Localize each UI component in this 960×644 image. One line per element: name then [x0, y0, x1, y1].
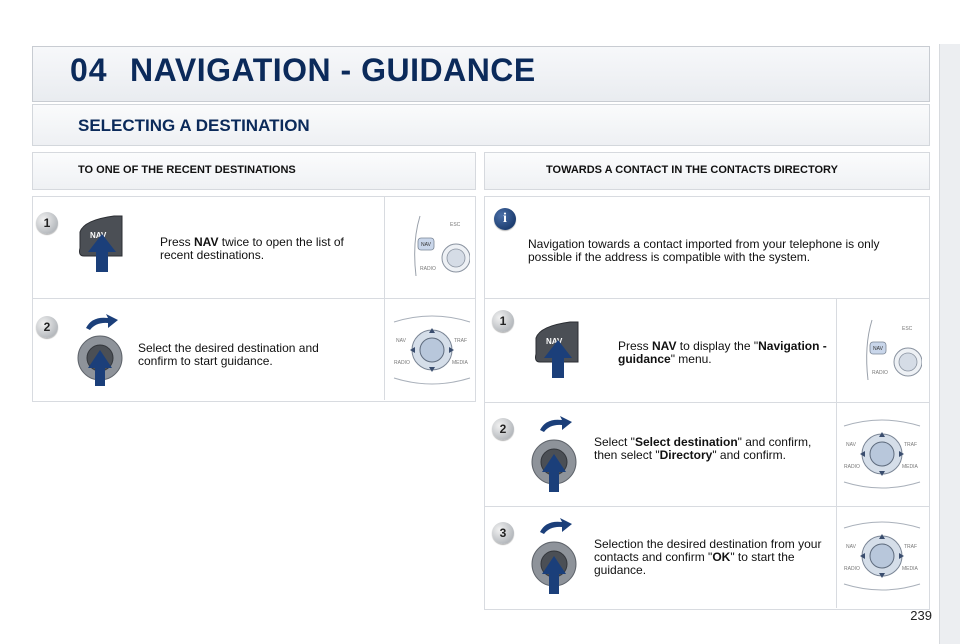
nav-button-icon: NAV [530, 318, 590, 388]
step-number-badge: 2 [36, 316, 58, 338]
right-step-3-text: Selection the desired destination from y… [594, 537, 822, 577]
svg-text:RADIO: RADIO [844, 566, 860, 572]
thumbnail-divider [836, 299, 837, 402]
rotary-knob-press-icon [70, 312, 130, 388]
svg-text:TRAF: TRAF [904, 544, 917, 550]
right-subtitle: TOWARDS A CONTACT IN THE CONTACTS DIRECT… [546, 164, 838, 176]
svg-text:RADIO: RADIO [394, 360, 410, 366]
thumbnail-divider [384, 197, 385, 298]
right-subheader-bar [484, 152, 930, 190]
svg-text:NAV: NAV [846, 544, 857, 550]
console-nav-thumbnail: NAV ESC RADIO [400, 212, 471, 284]
svg-text:NAV: NAV [546, 337, 563, 346]
thumbnail-divider [836, 403, 837, 506]
console-knob-thumbnail: NAV TRAF RADIO MEDIA [842, 520, 922, 592]
nav-key-label: NAV [90, 231, 107, 240]
nav-button-icon: NAV [74, 212, 134, 282]
chapter-title: NAVIGATION - GUIDANCE [130, 52, 536, 88]
left-subheader-bar [32, 152, 476, 190]
svg-text:RADIO: RADIO [844, 464, 860, 470]
svg-text:MEDIA: MEDIA [452, 360, 469, 366]
thumbnail-divider [836, 507, 837, 608]
step-number-badge: 3 [492, 522, 514, 544]
console-nav-thumbnail: NAV ESC RADIO [852, 316, 923, 388]
right-step-1-text: Press NAV to display the "Navigation - g… [618, 339, 827, 366]
info-icon: i [494, 208, 516, 230]
svg-text:MEDIA: MEDIA [902, 566, 919, 572]
left-subtitle: TO ONE OF THE RECENT DESTINATIONS [78, 164, 296, 176]
page-side-strip [939, 44, 960, 644]
rotary-knob-press-icon [524, 516, 584, 596]
svg-text:RADIO: RADIO [420, 266, 436, 272]
section-title: SELECTING A DESTINATION [78, 116, 310, 135]
page-number: 239 [910, 608, 932, 623]
svg-text:NAV: NAV [421, 242, 432, 248]
svg-text:ESC: ESC [450, 222, 461, 228]
left-step-1-text: Press NAV twice to open the list of rece… [160, 235, 344, 262]
step-number-badge: 1 [492, 310, 514, 332]
chapter-header-bar [32, 46, 930, 102]
svg-text:TRAF: TRAF [454, 338, 467, 344]
step-number-badge: 2 [492, 418, 514, 440]
rotary-knob-press-icon [524, 414, 584, 494]
svg-text:ESC: ESC [902, 326, 913, 332]
info-text: Navigation towards a contact imported fr… [528, 237, 880, 264]
console-knob-thumbnail: NAV TRAF RADIO MEDIA [842, 418, 922, 490]
left-step-2-text: Select the desired destination and confi… [138, 341, 319, 368]
svg-text:MEDIA: MEDIA [902, 464, 919, 470]
thumbnail-divider [384, 299, 385, 400]
chapter-number: 04 [70, 52, 108, 88]
svg-text:NAV: NAV [873, 346, 884, 352]
section-header-bar [32, 104, 930, 146]
right-step-2-text: Select "Select destination" and confirm,… [594, 435, 812, 462]
step-number-badge: 1 [36, 212, 58, 234]
svg-text:NAV: NAV [846, 442, 857, 448]
svg-text:RADIO: RADIO [872, 370, 888, 376]
console-knob-thumbnail: NAV TRAF RADIO MEDIA [392, 314, 472, 386]
svg-text:NAV: NAV [396, 338, 407, 344]
svg-text:TRAF: TRAF [904, 442, 917, 448]
